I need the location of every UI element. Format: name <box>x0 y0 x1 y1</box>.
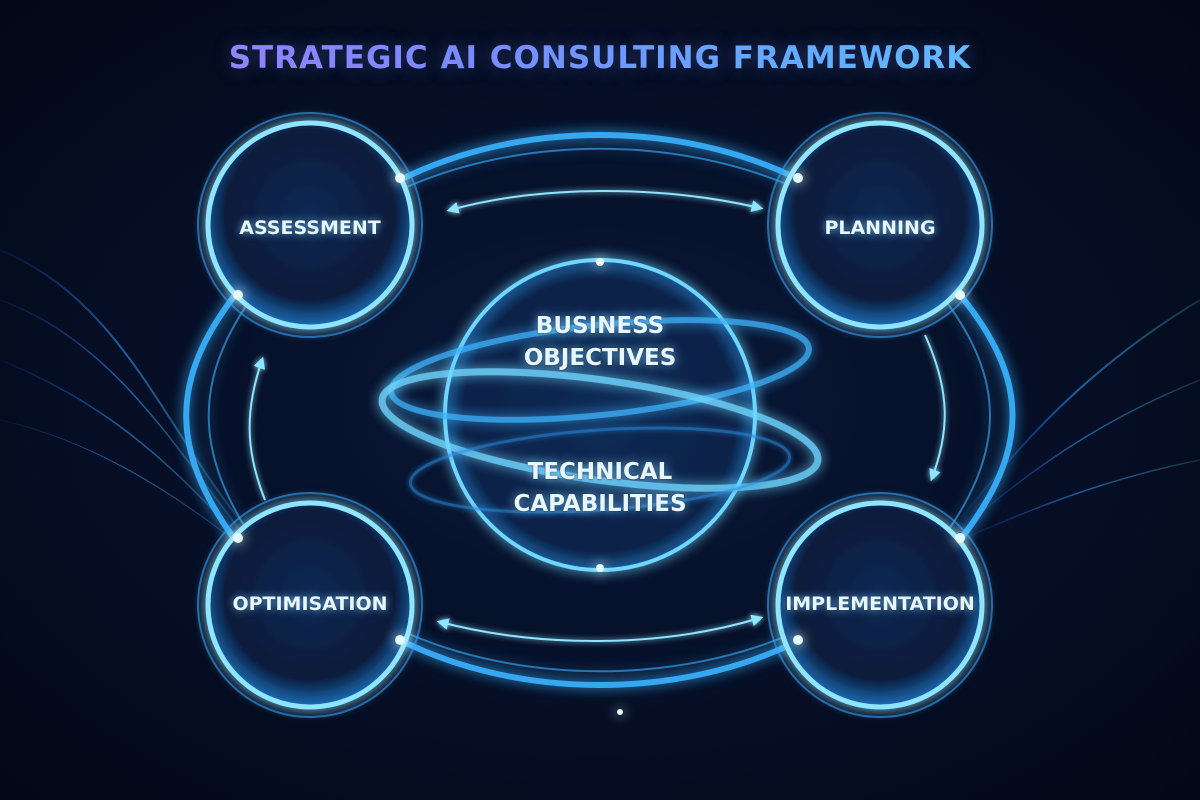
center-orb <box>378 258 822 572</box>
arrow-bottom <box>436 614 764 643</box>
center-label-technical: TECHNICAL CAPABILITIES <box>513 459 687 517</box>
node-implementation <box>767 492 993 718</box>
background-waves <box>0 249 1200 546</box>
sparkles <box>233 173 965 715</box>
diagram-title: STRATEGIC AI CONSULTING FRAMEWORK <box>0 40 1200 76</box>
node-planning <box>767 112 993 338</box>
center-label-business: BUSINESS OBJECTIVES <box>523 313 677 371</box>
arrow-top <box>446 190 764 214</box>
node-label-implementation: IMPLEMENTATION <box>785 593 975 615</box>
arrow-left <box>248 356 266 501</box>
node-label-planning: PLANNING <box>824 217 936 239</box>
node-label-optimisation: OPTIMISATION <box>232 593 388 615</box>
arrow-right <box>924 334 946 482</box>
node-assessment <box>197 112 423 338</box>
node-optimisation <box>197 492 423 718</box>
connecting-bands <box>183 132 1016 688</box>
cycle-arrows <box>248 190 946 643</box>
node-label-assessment: ASSESSMENT <box>239 217 381 239</box>
